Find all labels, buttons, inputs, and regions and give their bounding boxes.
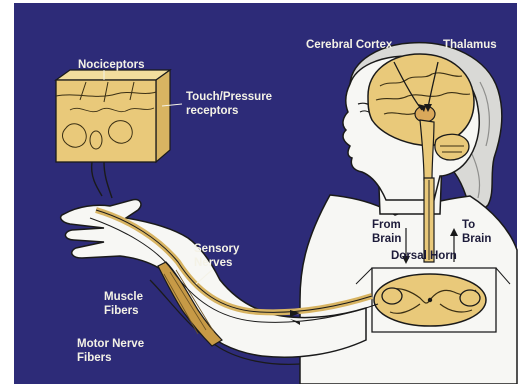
label-touch-pressure-receptors-line1: Touch/Pressure: [186, 91, 272, 104]
label-motor-nerve-fibers-line2: Fibers: [77, 352, 112, 365]
label-sensory-nerves-line1: Sensory: [194, 243, 239, 256]
label-to-brain-line1: To: [462, 219, 475, 232]
label-from-brain-line1: From: [372, 219, 401, 232]
label-muscle-fibers-line1: Muscle: [104, 291, 143, 304]
label-to-brain-line2: Brain: [462, 233, 491, 246]
label-sensory-nerves-line2: Nerves: [194, 257, 232, 270]
label-nociceptors: Nociceptors: [78, 59, 144, 72]
label-touch-pressure-receptors-line2: receptors: [186, 105, 238, 118]
label-thalamus: Thalamus: [443, 39, 497, 52]
label-cerebral-cortex: Cerebral Cortex: [306, 39, 392, 52]
label-from-brain-line2: Brain: [372, 233, 401, 246]
label-motor-nerve-fibers-line1: Motor Nerve: [77, 338, 144, 351]
cerebellum: [435, 134, 469, 160]
label-muscle-fibers-line2: Fibers: [104, 305, 139, 318]
label-dorsal-horn: Dorsal Horn: [391, 250, 457, 263]
